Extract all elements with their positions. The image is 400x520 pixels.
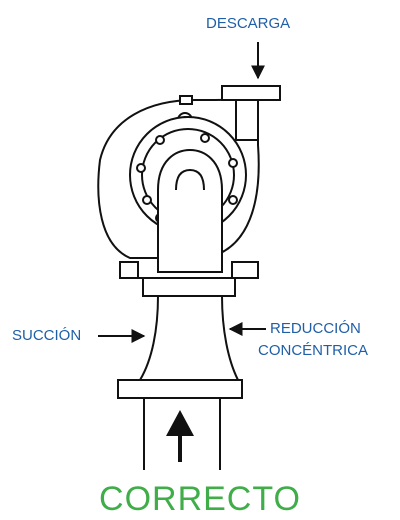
pump-casing [97,85,281,279]
cover-bolt [155,135,165,145]
casing-boss [179,95,193,105]
cover-bolt [228,195,238,205]
suction-elbow-inner [175,168,205,191]
discharge-label: DESCARGA [206,15,290,32]
cover-bolt [142,195,152,205]
up-arrow-icon [166,410,194,462]
cover-bolt [136,163,146,173]
discharge-flange [221,85,281,101]
concentric-reducer [138,295,240,381]
reducer-label-line1: REDUCCIÓN [270,320,361,337]
cover-bolt [228,158,238,168]
pump-foot-right [231,261,259,279]
pump-foot-left [119,261,139,279]
cover-bolt [200,133,210,143]
lower-flange [117,379,243,399]
suction-elbow [157,148,223,273]
suction-label: SUCCIÓN [12,327,81,344]
reducer-label-line2: CONCÉNTRICA [258,342,368,359]
upper-flange [142,277,236,297]
verdict-text: CORRECTO [99,480,301,518]
discharge-nozzle [235,99,259,141]
